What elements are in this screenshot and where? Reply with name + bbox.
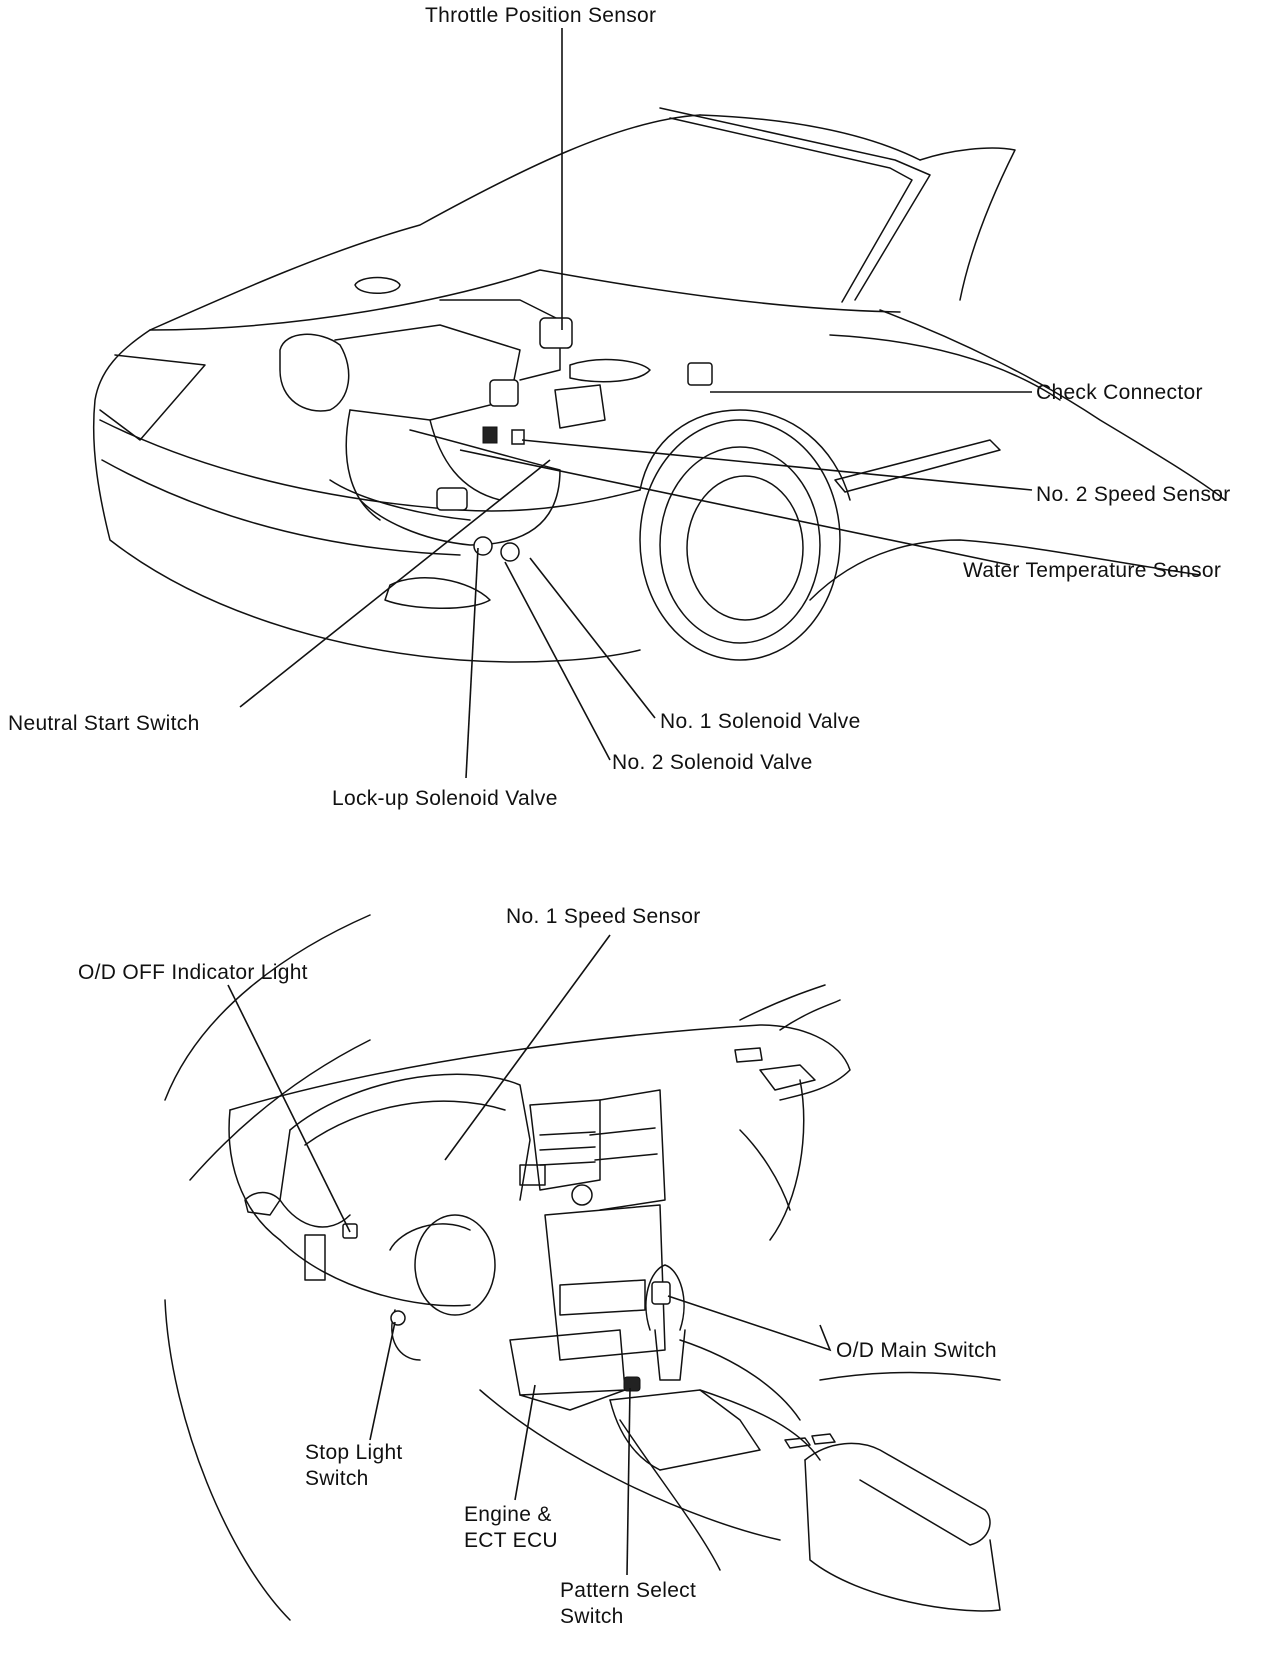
- interior-drawing: [164, 914, 1001, 1621]
- engine-ect-ecu-label: Engine & ECT ECU: [464, 1503, 558, 1552]
- check-connector-label: Check Connector: [1036, 381, 1203, 404]
- od-main-switch-label: O/D Main Switch: [836, 1339, 997, 1362]
- stop-light-switch-label: Stop Light Switch: [305, 1441, 403, 1490]
- no1-solenoid-valve-label: No. 1 Solenoid Valve: [660, 710, 861, 733]
- throttle-position-sensor-label: Throttle Position Sensor: [425, 4, 657, 27]
- od-off-indicator-light-label: O/D OFF Indicator Light: [78, 961, 308, 984]
- no2-speed-sensor-label: No. 2 Speed Sensor: [1036, 483, 1231, 506]
- water-temperature-sensor-label: Water Temperature Sensor: [963, 559, 1222, 582]
- no1-speed-sensor-label: No. 1 Speed Sensor: [506, 905, 701, 928]
- lockup-solenoid-valve-label: Lock-up Solenoid Valve: [332, 787, 558, 810]
- neutral-start-switch-label: Neutral Start Switch: [8, 712, 200, 735]
- leader-lines-engine: [239, 28, 1033, 779]
- engine-compartment-drawing: [92, 107, 1226, 663]
- pattern-select-switch-label: Pattern Select Switch: [560, 1579, 697, 1628]
- leader-lines-interior: [227, 934, 832, 1576]
- no2-solenoid-valve-label: No. 2 Solenoid Valve: [612, 751, 813, 774]
